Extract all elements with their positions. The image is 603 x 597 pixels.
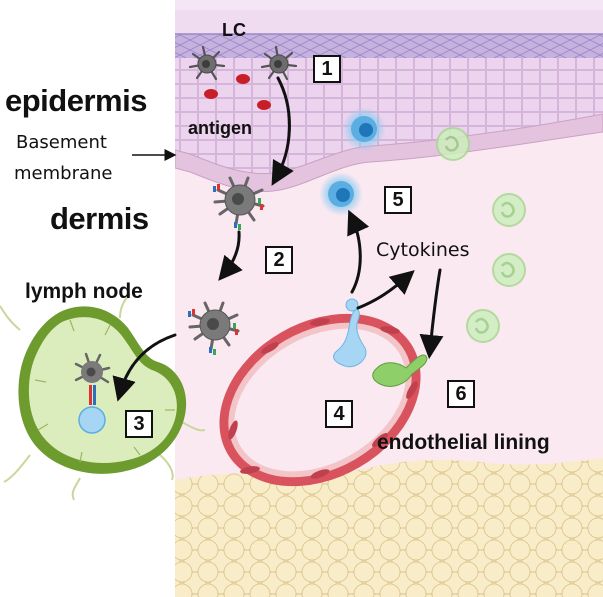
t-cell — [78, 406, 106, 434]
basement-membrane-label-line2: membrane — [14, 163, 113, 184]
extravasating-neutrophil — [372, 354, 428, 387]
antigen — [236, 74, 250, 84]
arrow-lc-to-dermis — [271, 76, 294, 186]
skin-surface — [175, 0, 603, 10]
endothelial-lining-label: endothelial lining — [377, 431, 550, 454]
lymph-node-label: lymph node — [25, 280, 143, 303]
mhc-receptor — [89, 385, 92, 405]
arrow-cytokine-to-tcell — [347, 209, 370, 294]
t-cell — [319, 172, 363, 216]
neutrophil — [436, 127, 470, 161]
step-1-box: 1 — [313, 55, 341, 83]
step-2-box: 2 — [265, 246, 293, 274]
antigen-label: antigen — [188, 118, 253, 138]
neutrophil — [492, 253, 526, 287]
step-6-box: 6 — [447, 380, 475, 408]
antigen — [204, 89, 218, 99]
dendritic-cell — [74, 352, 111, 384]
lymph-node — [0, 293, 206, 501]
subcutaneous-fat — [175, 458, 603, 597]
langerhans-cell — [188, 45, 226, 81]
extravasating-t-cell — [333, 298, 367, 368]
arrow-cytokine-to-vessel — [419, 268, 444, 359]
stratum-corneum — [175, 34, 603, 58]
lc-label: LC — [222, 20, 246, 40]
step-3-box: 3 — [125, 410, 153, 438]
basement-membrane-label-line1: Basement — [16, 132, 107, 153]
dermis-label: dermis — [50, 201, 149, 236]
neutrophil — [492, 193, 526, 227]
arrow-to-lymph-node — [112, 333, 177, 402]
cytokines-label: Cytokines — [376, 239, 470, 261]
step-4-box: 4 — [325, 400, 353, 428]
mhc-receptor — [93, 385, 96, 405]
antigen — [257, 100, 271, 110]
epidermis-label: epidermis — [5, 83, 147, 118]
arrow-cytokine-right — [356, 270, 415, 310]
step-5-box: 5 — [384, 186, 412, 214]
langerhans-cell — [260, 45, 298, 81]
dendritic-cell — [213, 176, 265, 230]
neutrophil — [466, 309, 500, 343]
t-cell — [342, 107, 386, 151]
arrow-dc-to-lymph — [218, 230, 243, 281]
dendritic-cell — [188, 301, 240, 355]
blood-vessel — [219, 313, 421, 487]
